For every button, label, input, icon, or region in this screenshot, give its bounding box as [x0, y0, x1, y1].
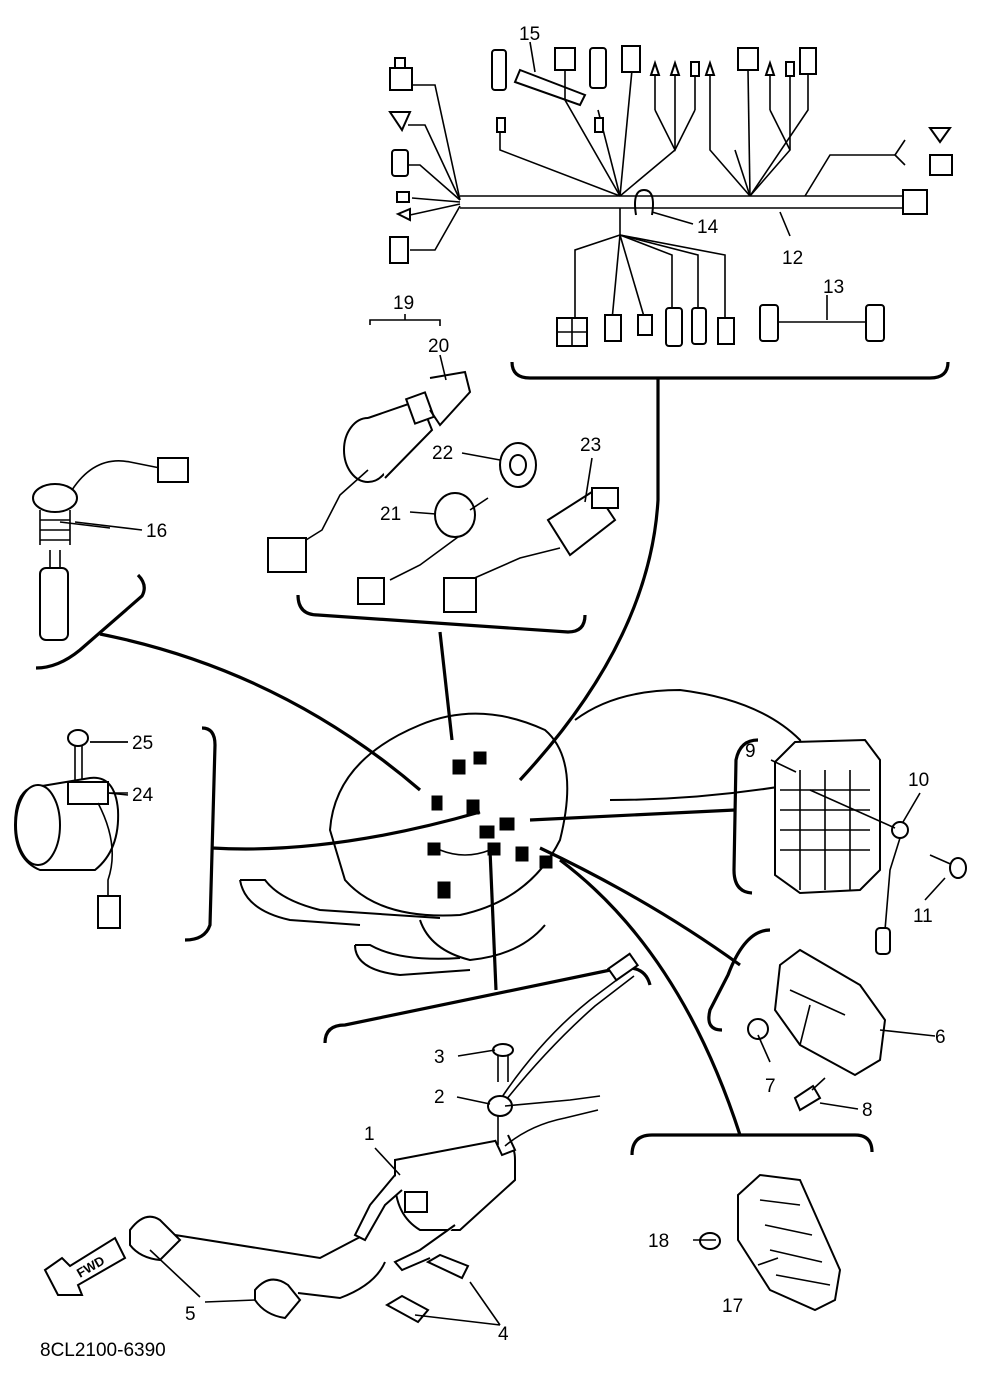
part-6-8-unit: [539, 846, 887, 1112]
callout-25: 25: [132, 733, 153, 754]
callout-5: 5: [185, 1304, 196, 1325]
wire-harness-group: [388, 45, 953, 782]
callout-22: 22: [432, 443, 453, 464]
callout-leaders: [74, 41, 946, 1326]
callout-23: 23: [580, 435, 601, 456]
callout-15: 15: [519, 24, 540, 45]
callout-16: 16: [146, 521, 167, 542]
snowmobile-body: [239, 688, 805, 977]
callout-8: 8: [862, 1100, 873, 1121]
drawing-code: 8CL2100-6390: [40, 1340, 166, 1361]
callout-21: 21: [380, 504, 401, 525]
part-1-5-ignition-coil: FWD: [43, 849, 652, 1324]
callout-4: 4: [498, 1324, 509, 1345]
callout-7: 7: [765, 1076, 776, 1097]
callout-3: 3: [434, 1047, 445, 1068]
part-16-sensor: [32, 457, 422, 792]
callout-11: 11: [913, 906, 933, 927]
part-9-11-regulator: [529, 738, 967, 955]
callout-numbers: 1 2 3 4 5 6 7 8 9 10 11 12 13 14 15 16 1…: [132, 24, 946, 1345]
part-17-18-unit: [559, 858, 874, 1312]
callout-10: 10: [908, 770, 929, 791]
callout-17: 17: [722, 1296, 743, 1317]
callout-14: 14: [697, 217, 719, 238]
callout-19: 19: [393, 293, 414, 314]
switch-group: [267, 314, 619, 741]
callout-12: 12: [782, 248, 803, 269]
callout-6: 6: [935, 1027, 946, 1048]
callout-24: 24: [132, 785, 154, 806]
callout-20: 20: [428, 336, 449, 357]
callout-18: 18: [648, 1231, 669, 1252]
part-24-25-relay: [13, 726, 481, 942]
callout-13: 13: [823, 277, 844, 298]
callout-1: 1: [364, 1124, 375, 1145]
callout-2: 2: [434, 1087, 445, 1108]
callout-9: 9: [745, 741, 756, 762]
